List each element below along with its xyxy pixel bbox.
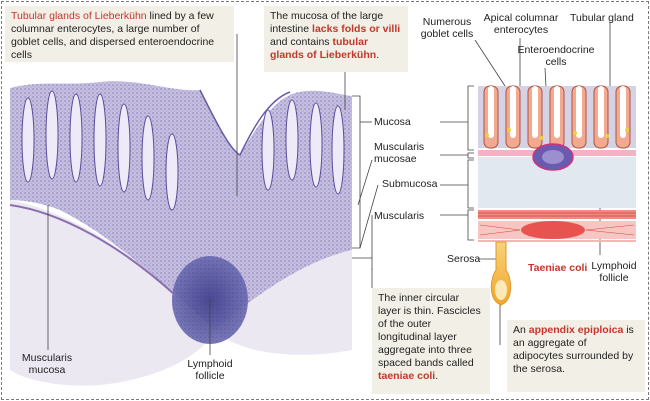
label-mucosa: Mucosa	[374, 116, 411, 128]
callout-mucosa-red1: lacks folds or villi	[312, 23, 401, 35]
label-entero-2: cells	[545, 56, 567, 68]
callout-appendix-epiploica: An appendix epiploica is an aggregate of…	[507, 320, 645, 392]
label-enteroendocrine: Enteroendocrine cells	[516, 44, 596, 68]
label-tubular-gland: Tubular gland	[570, 12, 634, 24]
label-muscularis-mucosae-1: Muscularis	[374, 141, 425, 153]
label-lymphoid-d-2: follicle	[599, 272, 629, 284]
label-lymphoid-m-1: Lymphoid	[187, 358, 233, 370]
colon-wall-schematic	[478, 85, 636, 306]
callout-mucosa-pre: The mucosa of the large intestine	[270, 10, 384, 35]
micrograph	[9, 81, 352, 386]
callout-epiploica-red: appendix epiploica	[528, 324, 624, 336]
callout-tubular-glands: Tubular glands of Lieberkühn lined by a …	[5, 6, 234, 62]
label-apical-enterocytes: Apical columnar enterocytes	[482, 12, 560, 36]
callout-mucosa-end: .	[376, 49, 380, 61]
label-serosa: Serosa	[447, 253, 481, 265]
callout-circular-pre: The inner circular layer is thin. Fascic…	[378, 292, 481, 369]
callout-circular-red: taeniae coli	[378, 370, 436, 382]
label-entero-1: Enteroendocrine	[517, 44, 595, 56]
callout-epiploica-pre: An	[513, 324, 529, 336]
label-musc-mucosa-2: mucosa	[28, 364, 66, 376]
callout-tubular-glands-text: lined by a few columnar enterocytes, a l…	[11, 10, 215, 61]
label-submucosa: Submucosa	[382, 178, 438, 190]
callout-epiploica-rest: is an aggregate of adipocytes surrounded…	[513, 324, 634, 375]
callout-circular-end: .	[435, 370, 439, 382]
callout-tubular-glands-red: Tubular glands of Lieberkühn	[11, 10, 147, 22]
label-lymphoid-follicle-diagram: Lymphoid follicle	[588, 260, 640, 284]
label-muscularis-mucosa: Muscularis mucosa	[16, 352, 78, 376]
label-lymphoid-d-1: Lymphoid	[591, 260, 637, 272]
label-muscularis-mucosae: Muscularis mucosae	[374, 141, 424, 165]
label-muscularis: Muscularis	[374, 210, 425, 222]
label-goblet-1: Numerous	[422, 16, 472, 28]
callout-circular-layer: The inner circular layer is thin. Fascic…	[372, 288, 490, 394]
label-musc-mucosa-1: Muscularis	[21, 352, 73, 364]
label-taeniae-coli: Taeniae coli	[528, 262, 588, 274]
label-lymphoid-follicle-micro: Lymphoid follicle	[184, 358, 236, 382]
label-goblet-2: goblet cells	[420, 28, 474, 40]
label-muscularis-mucosae-2: mucosae	[374, 153, 417, 165]
callout-mucosa-red2: tubular glands of Lieberkühn	[270, 36, 377, 61]
label-goblet-cells: Numerous goblet cells	[420, 16, 474, 40]
label-apical-1: Apical columnar	[483, 12, 559, 24]
callout-mucosa-mid: and contains	[270, 36, 333, 48]
label-apical-2: enterocytes	[493, 24, 549, 36]
label-lymphoid-m-2: follicle	[195, 370, 225, 382]
callout-mucosa-note: The mucosa of the large intestine lacks …	[264, 6, 408, 72]
